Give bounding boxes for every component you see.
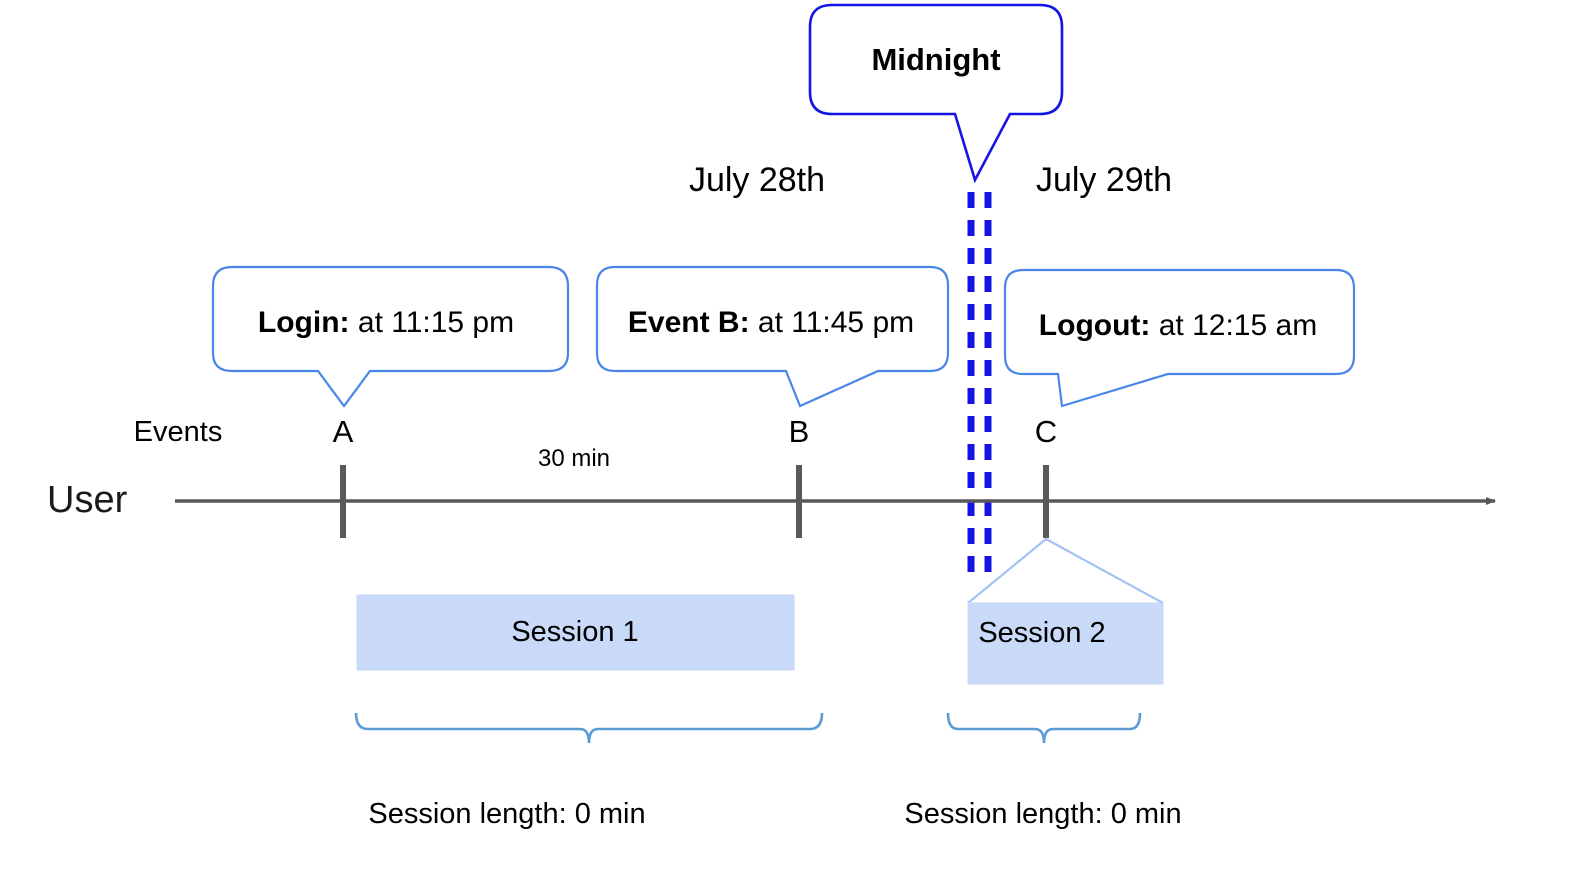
event-callout-text-b: Event B: at 11:45 pm	[628, 308, 914, 338]
event-callout-bold-a: Login:	[257, 306, 350, 339]
event-callout-shape-c	[1003, 268, 1356, 408]
event-callout-bold-b: Event B:	[627, 306, 750, 339]
midnight-callout-shape	[808, 3, 1064, 184]
session2-pointer	[967, 537, 1164, 604]
session-bar-label-2: Session 2	[978, 617, 1106, 649]
event-callout-bold-c: Logout:	[1038, 309, 1151, 342]
event-callout-shape-a	[211, 265, 570, 408]
event-callout-text-c: Logout: at 12:15 am	[1039, 311, 1317, 341]
date-label-right: July 29th	[1035, 161, 1173, 199]
event-letter-b: B	[788, 414, 810, 449]
event-letter-c: C	[1034, 414, 1058, 449]
event-callout-shape-b	[595, 265, 950, 408]
event-letter-a: A	[332, 414, 354, 449]
session-bar-2	[967, 602, 1164, 685]
gap-duration-label: 30 min	[537, 445, 611, 472]
session1-brace	[354, 712, 824, 744]
session-length-label-2: Session length: 0 min	[904, 798, 1182, 830]
session-bar-1	[356, 594, 795, 671]
event-callout-rest-b: at 11:45 pm	[749, 306, 915, 339]
event-callout-text-a: Login: at 11:15 pm	[258, 308, 514, 338]
session-length-label-1: Session length: 0 min	[368, 798, 646, 830]
user-axis-label: User	[47, 479, 128, 521]
event-callout-rest-a: at 11:15 pm	[349, 306, 515, 339]
session2-brace	[946, 712, 1142, 744]
midnight-badge-label: Midnight	[871, 42, 1001, 77]
session-bar-label-1: Session 1	[511, 616, 639, 648]
date-label-left: July 28th	[688, 161, 826, 199]
events-row-label: Events	[133, 416, 223, 448]
event-callout-rest-c: at 12:15 am	[1150, 309, 1318, 342]
